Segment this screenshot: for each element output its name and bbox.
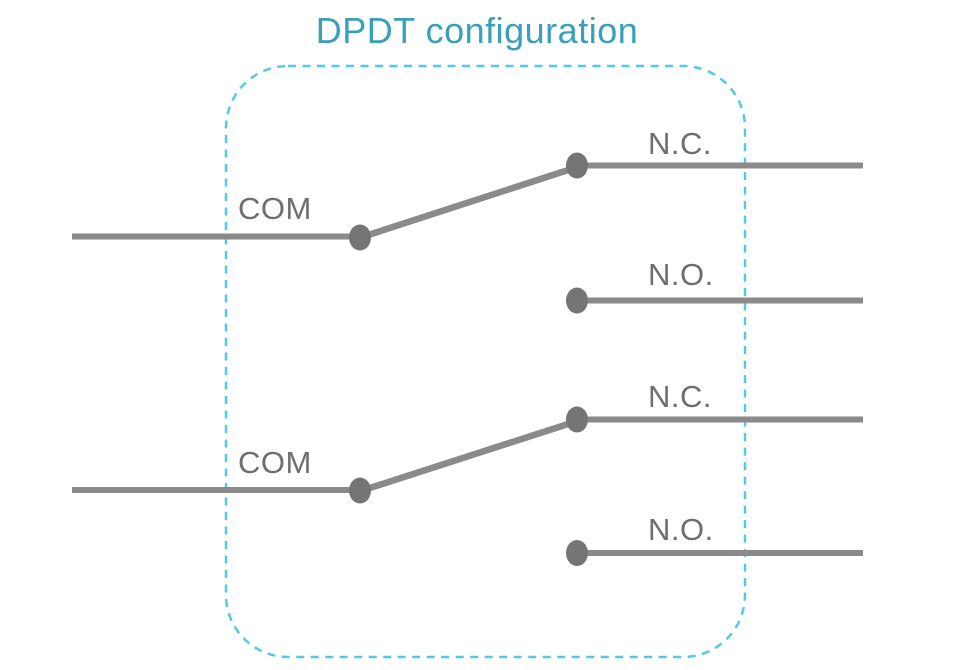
pole1-nc-label: N.C.	[648, 126, 712, 161]
pole2-no-label: N.O.	[648, 512, 714, 547]
pole2-nc-contact-dot	[566, 406, 588, 433]
pole1-pivot-dot	[349, 224, 371, 251]
pole1-no-contact-dot	[566, 287, 588, 314]
diagram-title: DPDT configuration	[315, 10, 639, 51]
pole2-nc-label: N.C.	[648, 379, 712, 414]
pole2-com-label: COM	[238, 445, 312, 480]
pole2-no-contact-dot	[566, 540, 588, 566]
pole-2: COM N.C. N.O.	[72, 379, 863, 566]
pole1-no-label: N.O.	[648, 257, 714, 292]
relay-body-outline	[224, 64, 747, 659]
pole1-com-label: COM	[238, 191, 312, 226]
pole1-nc-contact-dot	[566, 152, 588, 179]
pole-1: COM N.C. N.O.	[72, 126, 863, 314]
pole1-armature-line	[355, 163, 583, 242]
pole2-pivot-dot	[349, 477, 371, 504]
pole2-armature-line	[355, 417, 583, 495]
